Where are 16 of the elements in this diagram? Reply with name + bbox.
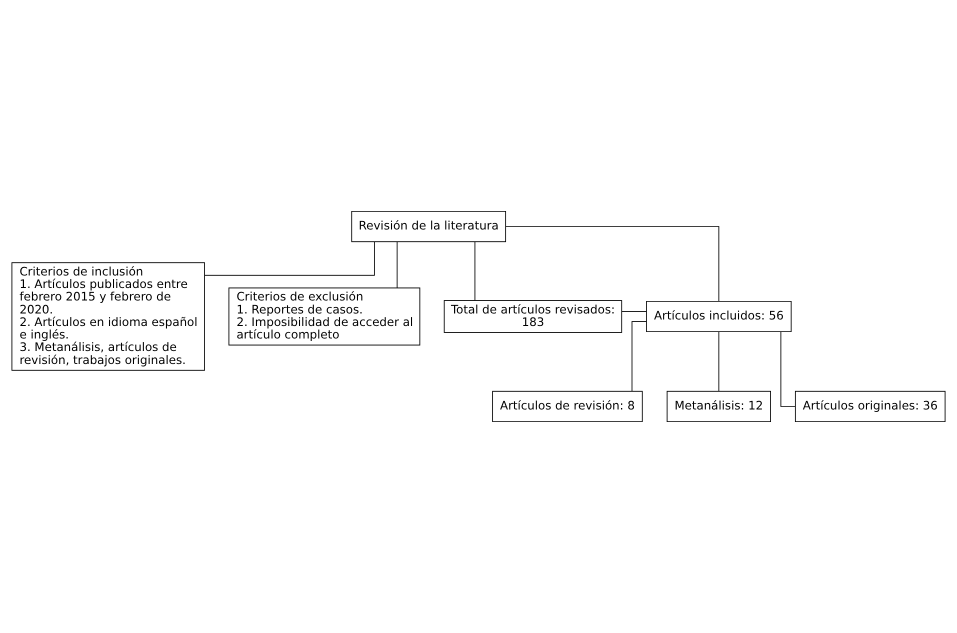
node-box: Criterios de inclusión 1. Artículos publicados entre febrero 2015 y febrero de 2020. 2. Artículos en idioma español e inglés. 3. Metanálisis, artículos de revisión, trabajos originales. [12, 262, 205, 371]
connector [474, 241, 476, 301]
node-box: Revisión de la literatura [351, 210, 506, 242]
node-box: Total de artículos revisados: 183 [444, 300, 622, 333]
connector [718, 331, 720, 392]
node-box: Metanálisis: 12 [666, 390, 771, 422]
node-box: Criterios de exclusión 1. Reportes de casos. 2. Imposibilidad de acceder al artículo completo [228, 287, 420, 346]
node-box: Artículos de revisión: 8 [492, 390, 643, 422]
connector [621, 311, 647, 312]
connector [632, 321, 647, 392]
node-box: Artículos incluidos: 56 [646, 300, 792, 332]
connector [204, 241, 375, 276]
connector [780, 331, 796, 407]
connector [505, 226, 720, 302]
connector [396, 241, 398, 288]
node-box: Artículos originales: 36 [794, 390, 946, 422]
